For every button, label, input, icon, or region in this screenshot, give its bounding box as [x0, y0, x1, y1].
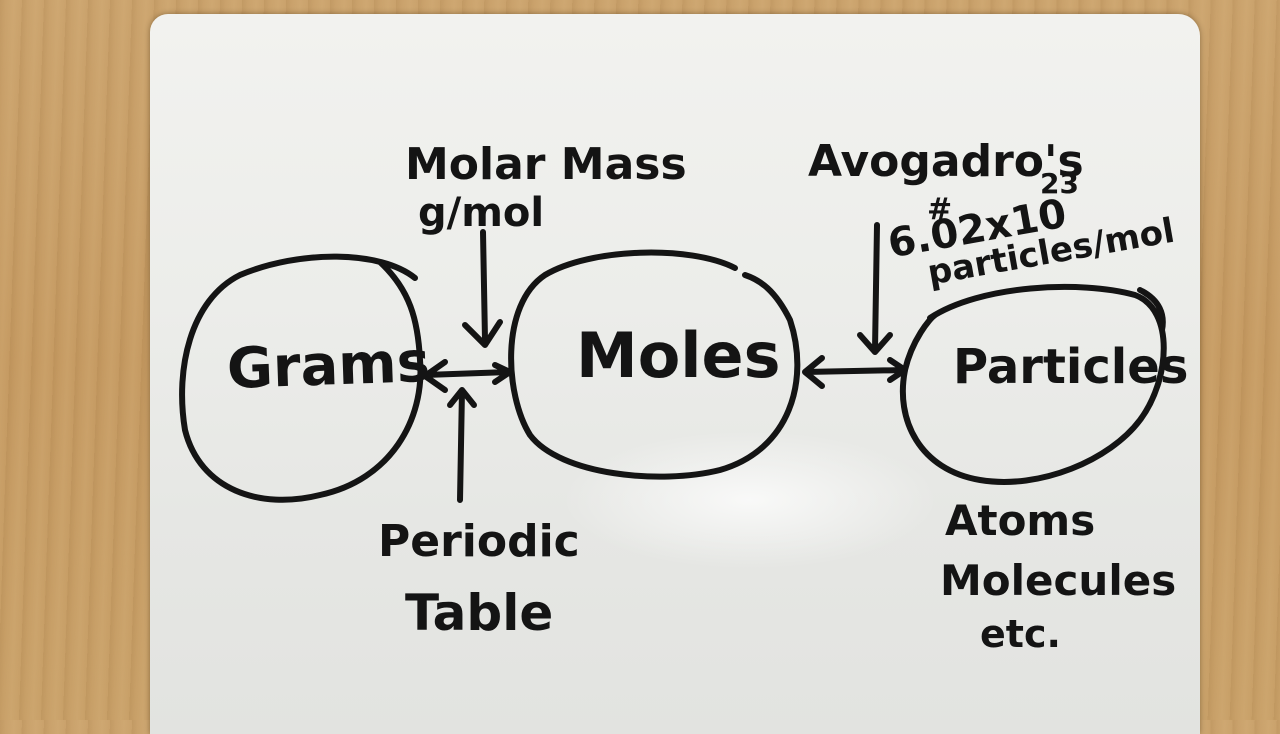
molar-mass-title: Molar Mass [405, 139, 687, 190]
arrow-moles-particles [802, 355, 908, 389]
arrow-periodic-table [447, 387, 477, 503]
moles-label: Moles [576, 319, 781, 392]
whiteboard [150, 14, 1200, 734]
molar-mass-unit: g/mol [418, 190, 545, 236]
particles-label: Particles [953, 339, 1189, 395]
arrow-molar-mass [462, 229, 503, 348]
moles-circle [508, 249, 801, 480]
particles-example-etc: etc. [980, 612, 1061, 656]
avogadro-hash: # [927, 192, 953, 227]
particles-example-molecules: Molecules [940, 556, 1177, 605]
arrow-grams-moles [422, 359, 513, 393]
particles-example-atoms: Atoms [945, 496, 1096, 545]
grams-circle [179, 253, 424, 503]
avogadro-exponent: 23 [1040, 167, 1079, 200]
periodic-label-line1: Periodic [378, 516, 580, 567]
avogadro-title: Avogadro's [808, 136, 1084, 187]
periodic-label-line2: Table [405, 584, 554, 642]
grams-label: Grams [225, 329, 432, 402]
arrow-avogadro [857, 222, 893, 355]
